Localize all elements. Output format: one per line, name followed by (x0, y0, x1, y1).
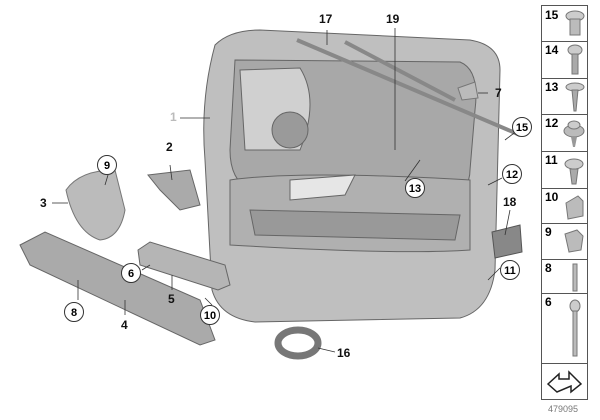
callout-4: 4 (121, 318, 128, 332)
part-number: 9 (545, 225, 552, 239)
callout-8: 8 (64, 302, 84, 322)
part-number: 11 (545, 153, 558, 167)
part-cell-6: 6 (542, 293, 587, 364)
screw-icon (567, 44, 583, 75)
part-cell-9: 9 (542, 223, 587, 260)
part-4-armrest (19, 231, 216, 346)
part-number: 6 (545, 295, 552, 309)
part-number: 14 (545, 43, 559, 57)
callout-16: 16 (337, 346, 351, 360)
washer-screw-icon (565, 82, 585, 112)
part-cell-11: 11 (542, 151, 587, 189)
fastener-parts-column: 15 14 13 12 11 10 9 8 6 (541, 5, 588, 400)
part-5-bezel (137, 241, 231, 291)
bolt-icon (569, 299, 581, 357)
clip-bracket-icon (565, 195, 584, 220)
callout-1: 1 (170, 110, 177, 124)
part-cell-14: 14 (542, 41, 587, 79)
part-cell-10: 10 (542, 188, 587, 224)
spring-clip-icon (564, 229, 584, 253)
part-cell-8: 8 (542, 259, 587, 294)
callout-7: 7 (495, 86, 502, 100)
callout-6: 6 (121, 263, 141, 283)
push-clip-icon (563, 120, 585, 147)
callout-15: 15 (512, 117, 532, 137)
part-cell-15: 15 (542, 6, 587, 42)
callout-9: 9 (97, 155, 117, 175)
leader-lines (52, 28, 519, 353)
part-18 (491, 224, 523, 259)
part-number: 12 (545, 116, 559, 130)
callout-5: 5 (168, 292, 175, 306)
callout-19: 19 (386, 12, 400, 26)
part-number: 8 (545, 261, 552, 275)
part-cell-12: 12 (542, 114, 587, 152)
part-number: 15 (545, 8, 559, 22)
callout-3: 3 (40, 196, 47, 210)
part-cell-13: 13 (542, 78, 587, 115)
clip-nut-icon (565, 10, 585, 36)
callout-2: 2 (166, 140, 173, 154)
seal-strips (296, 38, 521, 137)
part-cell-arrow (542, 363, 587, 399)
callout-18: 18 (503, 195, 517, 209)
door-trim-panel (203, 29, 501, 323)
callout-10: 10 (200, 305, 220, 325)
part-2-handle (147, 169, 201, 211)
callout-12: 12 (502, 164, 522, 184)
callout-17: 17 (319, 12, 333, 26)
pin-icon (572, 263, 578, 292)
callout-13: 13 (405, 178, 425, 198)
expansion-clip-icon (564, 158, 584, 185)
part-number: 10 (545, 190, 559, 204)
direction-arrow-icon (546, 370, 583, 394)
callout-11: 11 (500, 260, 520, 280)
figure-id: 479095 (548, 404, 579, 414)
part-16-tape (274, 326, 322, 360)
part-7 (457, 81, 479, 101)
part-3-cover (65, 169, 126, 241)
part-number: 13 (545, 80, 559, 94)
